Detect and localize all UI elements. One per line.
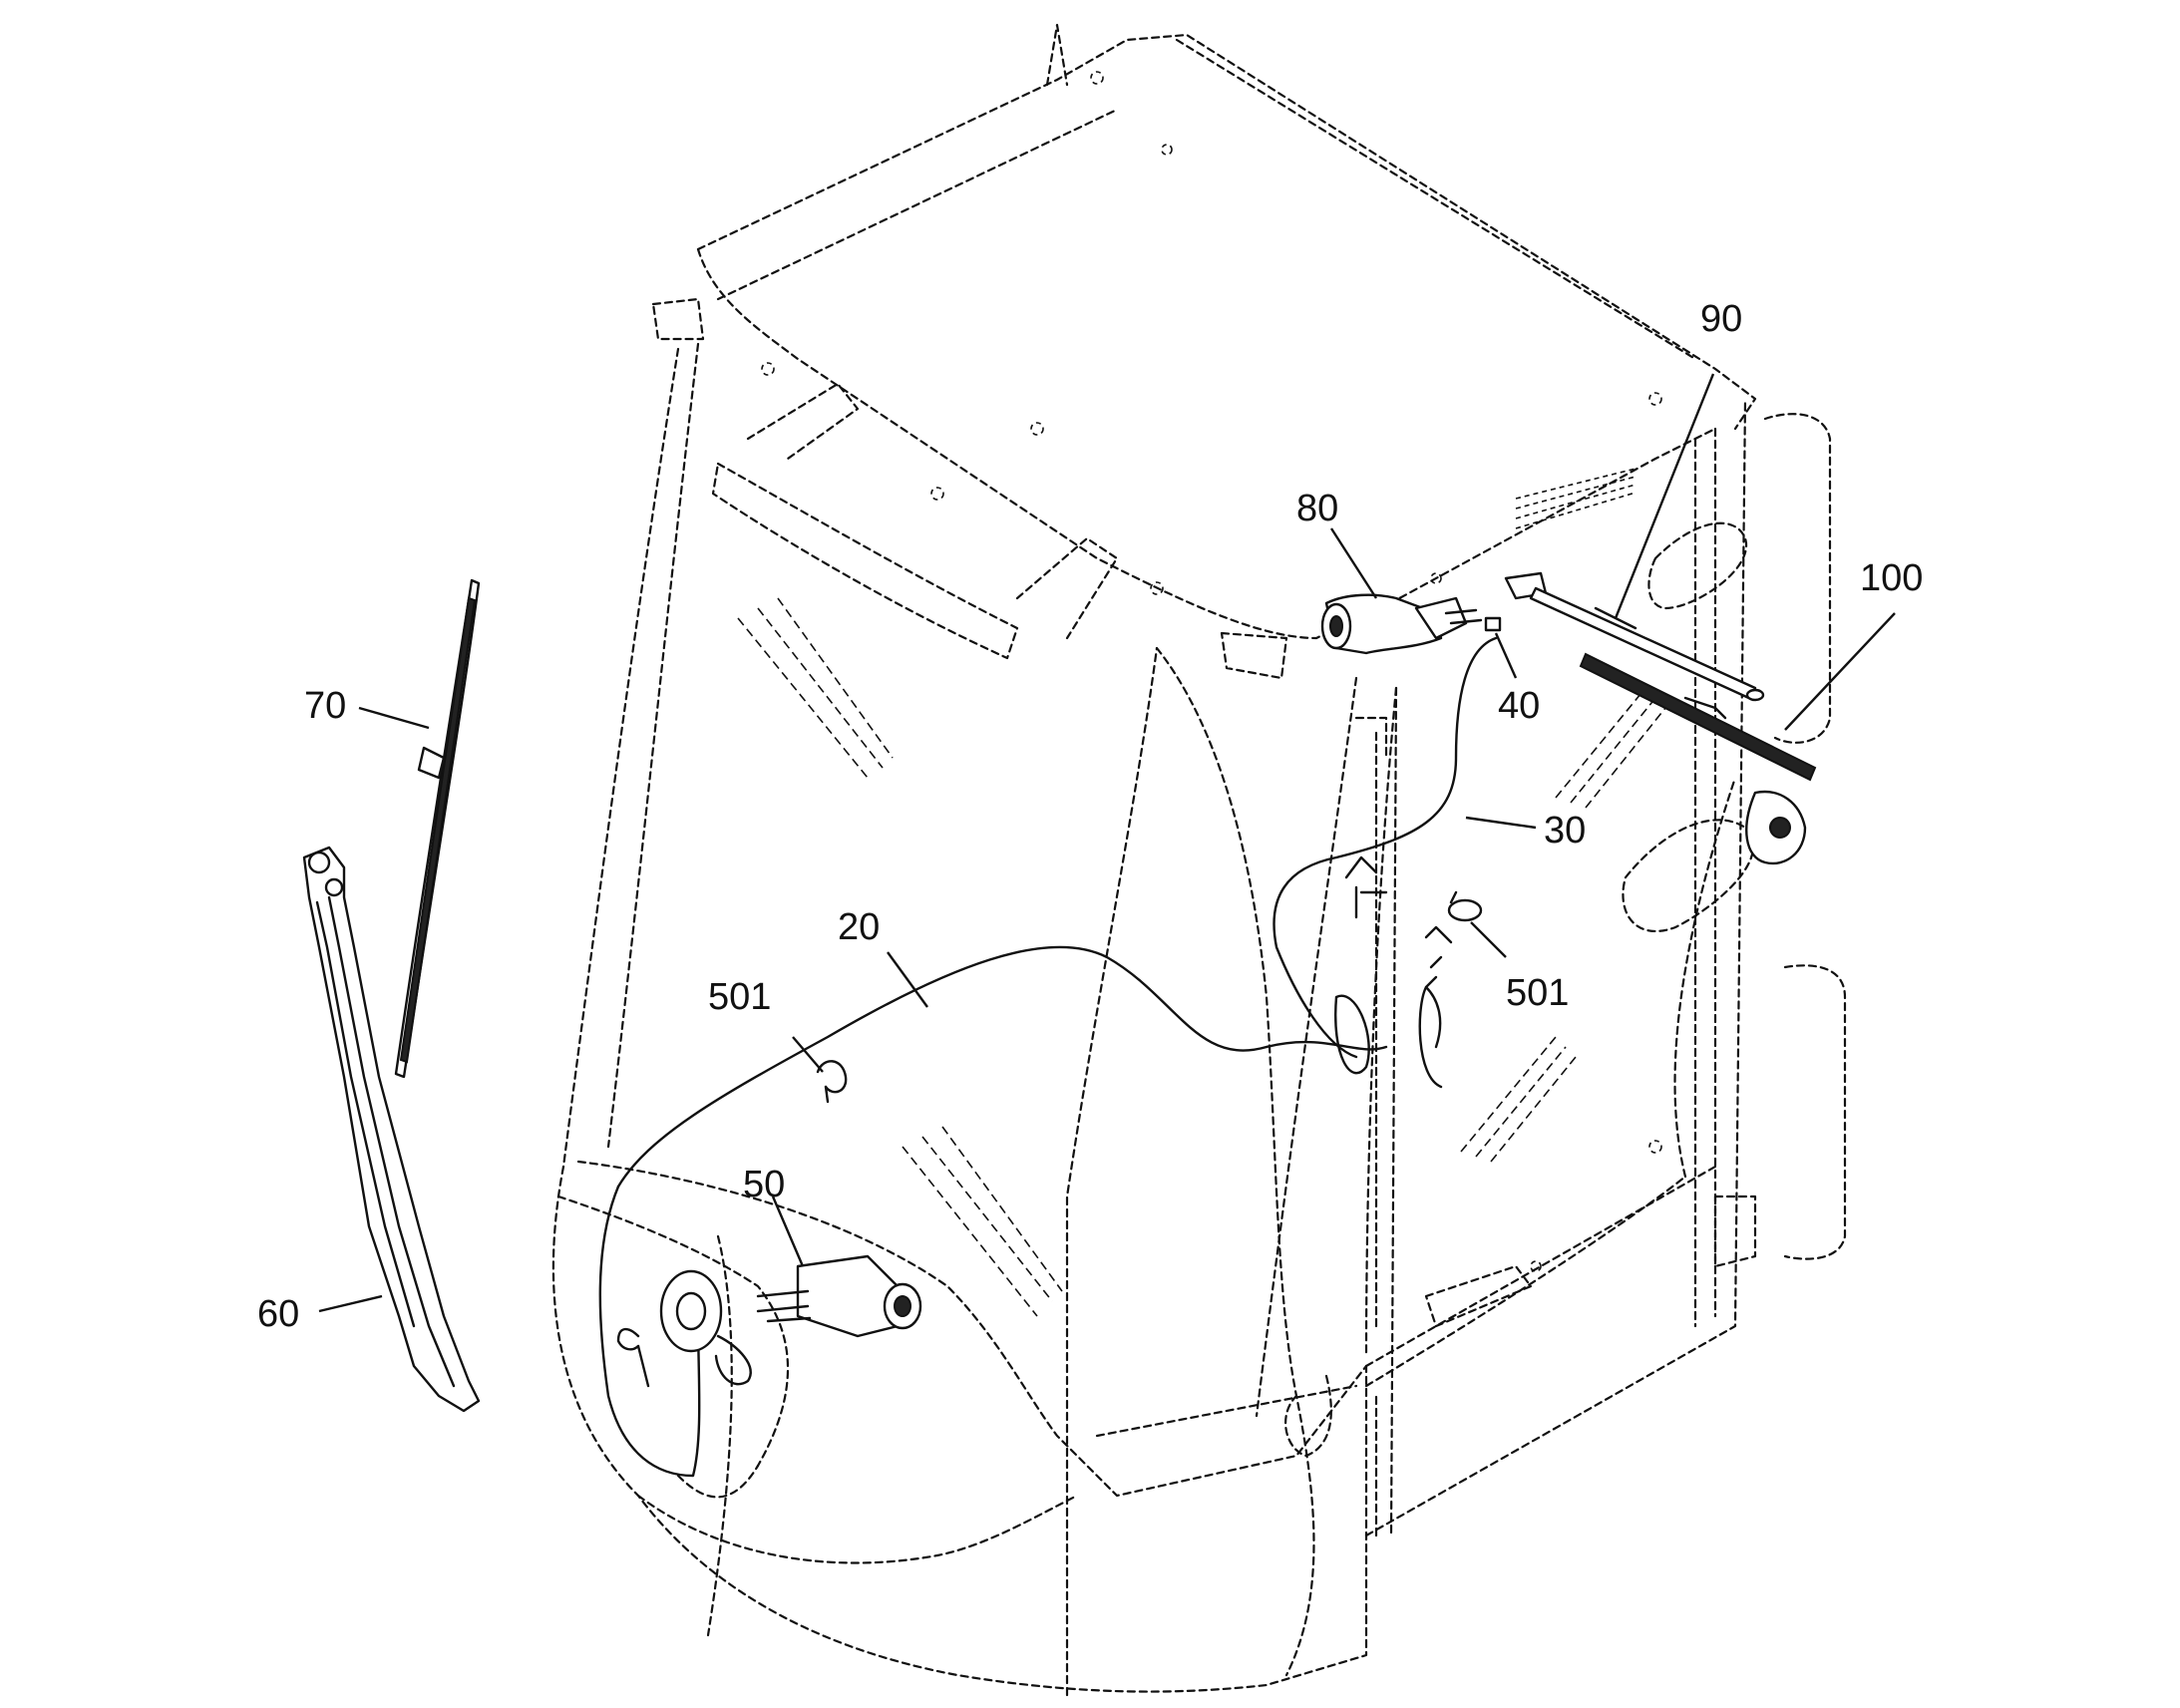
cab-roof bbox=[651, 23, 1757, 640]
top-wiper-blade bbox=[1579, 652, 1817, 782]
washer-hoses bbox=[598, 636, 1498, 1478]
callout-90: 90 bbox=[1700, 298, 1742, 340]
callout-60: 60 bbox=[257, 1293, 299, 1335]
hose-clip-side bbox=[1447, 890, 1483, 922]
callout-70: 70 bbox=[304, 685, 346, 727]
top-wiper-motor bbox=[1320, 593, 1483, 655]
callout-40: 40 bbox=[1498, 685, 1540, 727]
callout-30: 30 bbox=[1544, 810, 1586, 852]
callout-50: 50 bbox=[743, 1164, 785, 1205]
washer-hose-30 bbox=[1272, 636, 1498, 1059]
door-hardware bbox=[1424, 413, 1847, 1328]
callout-100: 100 bbox=[1860, 557, 1923, 599]
callout-20: 20 bbox=[838, 906, 880, 948]
callout-501-side: 501 bbox=[1506, 972, 1569, 1014]
leader-lines bbox=[318, 373, 1896, 1313]
front-dash-panel bbox=[556, 1140, 1662, 1637]
visor-frame bbox=[711, 382, 1288, 680]
hose-clip-front bbox=[816, 1060, 848, 1104]
callout-501-front: 501 bbox=[708, 976, 771, 1018]
callout-80: 80 bbox=[1296, 488, 1338, 529]
glass-reflections bbox=[737, 597, 1666, 1317]
front-wiper-arm bbox=[302, 846, 481, 1413]
hose-clip-40 bbox=[1484, 616, 1502, 632]
cab-body bbox=[551, 342, 1747, 1697]
washer-hose-20 bbox=[616, 945, 1388, 1189]
top-wiper-arm bbox=[1504, 571, 1765, 702]
front-wiper-motor bbox=[616, 1254, 922, 1388]
callout-labels: 90 100 80 40 30 70 20 501 501 50 60 bbox=[257, 298, 1923, 1335]
door-wiper-pivot bbox=[1745, 790, 1807, 865]
front-wiper-blade bbox=[394, 578, 481, 1079]
